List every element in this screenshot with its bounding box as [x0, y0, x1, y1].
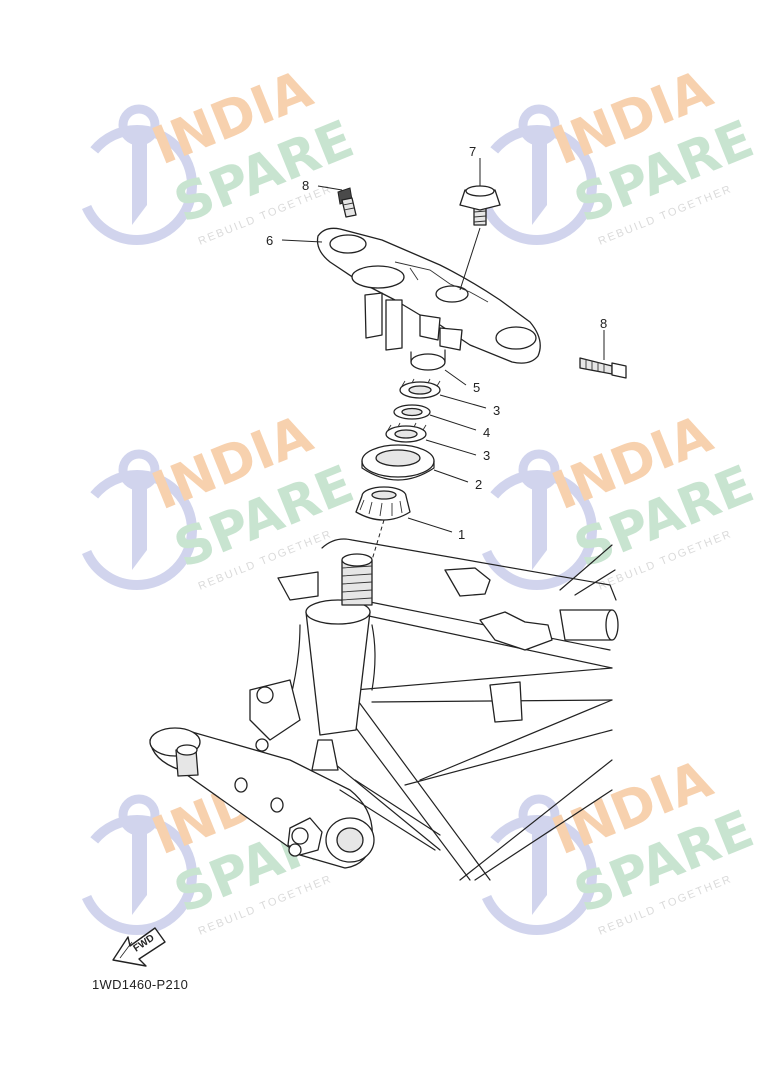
watermark-bottom-right: INDIA SPARE REBUILD TOGETHER	[477, 749, 762, 938]
ring-nut-part-3-upper[interactable]	[399, 378, 441, 399]
bolt-part-8-right[interactable]	[579, 357, 627, 379]
wrench-logo-icon	[77, 104, 197, 245]
wrench-logo-icon	[77, 449, 197, 590]
callout-3-lower: 3	[483, 448, 490, 463]
watermark-layer: INDIA SPARE REBUILD TOGETHER INDIA SPARE…	[77, 59, 762, 938]
frame-assembly	[149, 538, 619, 881]
watermark-mid-right: INDIA SPARE REBUILD TOGETHER	[477, 404, 762, 593]
callout-2: 2	[475, 477, 482, 492]
wrench-logo-icon	[77, 794, 197, 935]
callout-5: 5	[473, 380, 480, 395]
callout-7: 7	[469, 144, 476, 159]
leader-lines	[281, 158, 605, 561]
callout-3-upper: 3	[493, 403, 500, 418]
callout-4: 4	[483, 425, 490, 440]
callout-8-left: 8	[302, 178, 309, 193]
washer-part-4[interactable]	[393, 404, 431, 420]
callout-labels: 8 7 6 8 5 3 4 3 2 1	[266, 144, 607, 542]
ring-nut-part-3-lower[interactable]	[385, 422, 427, 443]
wrench-logo-icon	[477, 449, 597, 590]
callout-6: 6	[266, 233, 273, 248]
lock-washer-part-5[interactable]	[410, 349, 446, 371]
wrench-logo-icon	[477, 794, 597, 935]
diagram-code: 1WD1460-P210	[92, 977, 189, 992]
callout-8-right: 8	[600, 316, 607, 331]
wrench-logo-icon	[477, 104, 597, 245]
watermark-top-left: INDIA SPARE REBUILD TOGETHER	[77, 59, 362, 248]
fwd-arrow-icon: FWD	[112, 927, 166, 967]
bearing-part-1[interactable]	[355, 486, 411, 521]
bearing-race-part-2[interactable]	[361, 444, 435, 481]
watermark-mid-left: INDIA SPARE REBUILD TOGETHER	[77, 404, 362, 593]
upper-bracket-part-6[interactable]	[316, 227, 541, 364]
watermark-top-right: INDIA SPARE REBUILD TOGETHER	[477, 59, 762, 248]
callout-1: 1	[458, 527, 465, 542]
bolt-part-8-left[interactable]	[337, 187, 357, 218]
